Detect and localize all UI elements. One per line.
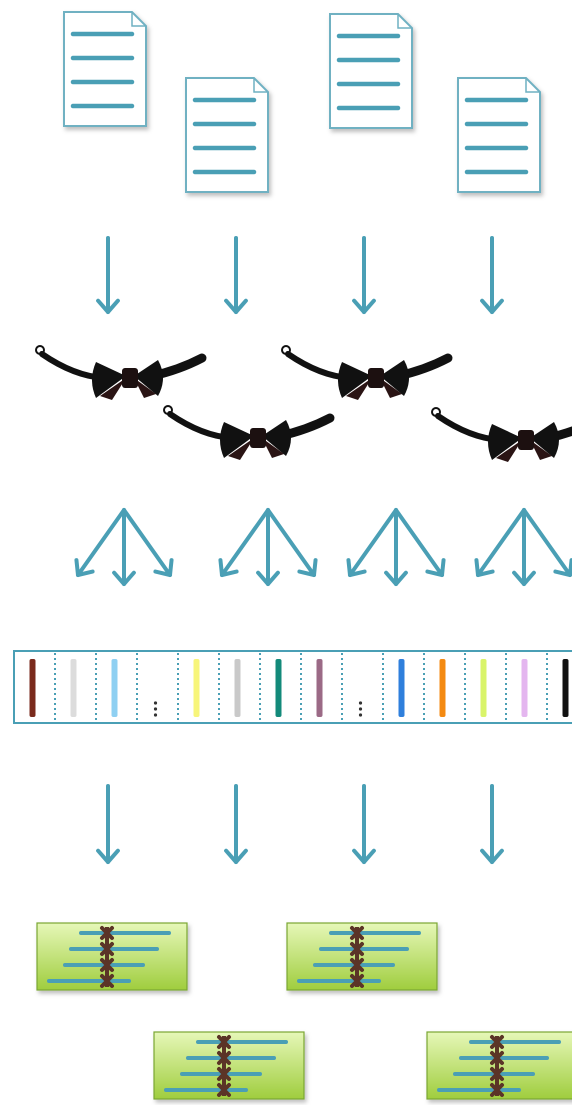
result-boxes-row [36,922,572,1100]
alignment-icon [153,1031,305,1100]
ellipsis-icon [358,701,363,717]
arrows-row-2 [96,784,504,864]
fan-arrow-icon [346,508,398,577]
documents-row [63,11,541,193]
down-arrow-icon [224,236,248,314]
color-bin-bar [562,659,569,717]
fan-arrow-icon [256,508,280,586]
bow-tie-icon [35,345,207,400]
color-bin-bar [316,659,323,717]
fan-arrow-icon [218,508,270,577]
document-icon [329,13,413,129]
down-arrow-icon [352,236,376,314]
down-arrow-icon [352,784,376,864]
color-bin-bar [111,659,118,717]
document-icon [457,77,541,193]
color-bin-bar [521,659,528,717]
down-arrow-icon [96,784,120,864]
fan-arrow-icon [122,508,174,577]
down-arrow-icon [480,784,504,864]
fan-arrow-icon [112,508,136,586]
bins-frame [13,650,572,724]
fan-arrow-icon [394,508,446,577]
color-bin-bar [439,659,446,717]
ellipsis-icon [153,701,158,717]
color-bin-bar [275,659,282,717]
color-bins-strip [13,650,572,724]
fan-arrows-row [74,508,572,586]
bow-tie-icon [163,405,335,460]
color-bin-bar [234,659,241,717]
bow-tie-icon [281,345,453,400]
fan-arrow-icon [474,508,526,577]
alignment-icon [286,922,438,991]
down-arrow-icon [96,236,120,314]
color-bin-bar [29,659,36,717]
alignment-icon [36,922,188,991]
document-icon [63,11,147,127]
bow-ties-row [35,345,572,462]
fan-arrow-icon [522,508,572,577]
arrows-row-1 [96,236,504,314]
fan-arrow-icon [384,508,408,586]
down-arrow-icon [224,784,248,864]
fan-arrow-icon [266,508,318,577]
color-bin-bar [398,659,405,717]
fan-arrow-icon [74,508,126,577]
color-bin-bar [193,659,200,717]
fan-arrow-icon [512,508,536,586]
document-icon [185,77,269,193]
color-bin-bar [480,659,487,717]
alignment-icon [426,1031,572,1100]
down-arrow-icon [480,236,504,314]
bow-tie-icon [431,407,572,462]
color-bin-bar [70,659,77,717]
